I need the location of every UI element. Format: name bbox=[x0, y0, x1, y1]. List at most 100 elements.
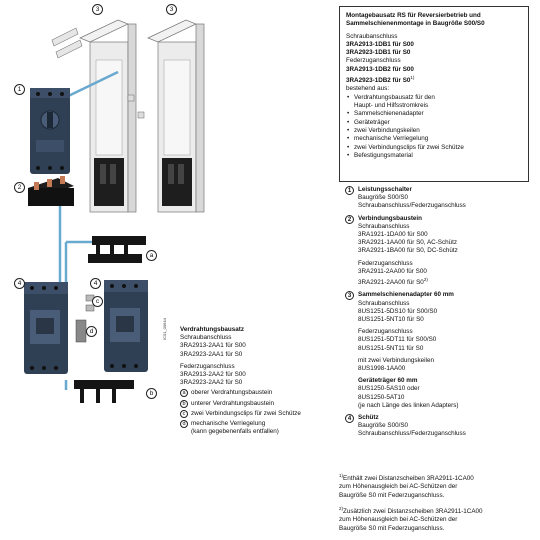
kit-title-line2: Sammelschienenmontage in Baugröße S00/S0 bbox=[346, 20, 485, 28]
number-badge: 3 bbox=[345, 291, 354, 301]
kit-item: Befestigungsmaterial bbox=[347, 152, 522, 161]
legend-line: mit zwei Verbindungskeilen bbox=[358, 356, 434, 364]
callout-3b: 3 bbox=[166, 4, 177, 15]
legend-item-1: 1 Leistungsschalter Baugröße S00/S0 Schr… bbox=[345, 186, 535, 211]
legend-line: Schraubanschluss/Federzuganschluss bbox=[358, 430, 466, 438]
wiring-line: Schraubanschluss bbox=[180, 334, 232, 342]
callout-4b: 4 bbox=[90, 278, 101, 289]
kit-item: zwei Verbindungsclips für zwei Schütze bbox=[347, 144, 522, 153]
legend-line: Baugröße S00/S0 bbox=[358, 194, 409, 202]
legend-line: 3RA1921-1DA00 für S00 bbox=[358, 231, 428, 239]
footnote-mark: 1) bbox=[410, 75, 415, 81]
legend-title: Sammelschienenadapter 60 mm bbox=[358, 291, 454, 299]
legend-item-2: 2 Verbindungsbaustein Schraubanschluss 3… bbox=[345, 214, 535, 288]
component-legend: 1 Leistungsschalter Baugröße S00/S0 Schr… bbox=[345, 186, 535, 439]
contactor-right bbox=[104, 280, 148, 372]
footnote-line: zum Höhenausgleich bei AC-Schützen der bbox=[339, 516, 458, 524]
number-badge: 1 bbox=[345, 186, 354, 195]
rail-clip bbox=[127, 94, 135, 102]
legend-item-3: 3 Sammelschienenadapter 60 mm Schraubans… bbox=[345, 291, 535, 410]
legend-title: Schütz bbox=[358, 413, 379, 421]
wiring-line: 3RA2923-2AA1 für S0 bbox=[180, 350, 243, 358]
kit-item: Geräteträger bbox=[347, 119, 522, 128]
kit-spring-code: 3RA2923-1DB2 für S0 bbox=[346, 77, 411, 85]
callout-a: a bbox=[146, 250, 157, 261]
contactor-left bbox=[24, 282, 68, 374]
footnote-line: Baugröße S0 mit Federzuganschluss. bbox=[339, 524, 445, 532]
connection-module bbox=[28, 176, 74, 206]
footnote-line: Enthält zwei Distanzscheiben 3RA2911-1CA… bbox=[343, 475, 474, 483]
legend-line: 3RA2921-1AA00 für S0, AC-Schütz bbox=[358, 239, 458, 247]
callout-3a: 3 bbox=[92, 4, 103, 15]
footnote-2: 2)Zusätzlich zwei Distanzscheiben 3RA291… bbox=[339, 505, 534, 533]
legend-line: 8US1250-5AT10 bbox=[358, 393, 405, 401]
kit-info-box: Montagebausatz RS für Reversierbetrieb u… bbox=[339, 6, 529, 182]
legend-line: Federzuganschluss bbox=[358, 259, 413, 267]
wiring-title: Verdrahtungsbausatz bbox=[180, 326, 245, 333]
kit-screw-code: 3RA2923-1DB1 für S0 bbox=[346, 49, 411, 57]
legend-line: 3RA2911-2AA00 für S00 bbox=[358, 267, 427, 275]
kit-consists-label: bestehend aus: bbox=[346, 85, 390, 93]
kit-spring-code-row: 3RA2923-1DB2 für S01) bbox=[346, 74, 522, 85]
wiring-kit-block: Verdrahtungsbausatz Schraubanschluss 3RA… bbox=[180, 326, 340, 436]
kit-title-line1: Montagebausatz RS für Reversierbetrieb u… bbox=[346, 12, 481, 19]
mechanical-interlock bbox=[75, 319, 87, 343]
footnote-mark: 2) bbox=[339, 506, 344, 511]
circuit-breaker bbox=[30, 88, 70, 174]
legend-line: Schraubanschluss bbox=[358, 299, 410, 307]
legend-title: Leistungsschalter bbox=[358, 186, 412, 193]
footnote-line: Zusätzlich zwei Distanzscheiben 3RA2911-… bbox=[343, 508, 483, 516]
kit-screw-label: Schraubanschluss bbox=[346, 32, 398, 40]
rail-clip bbox=[137, 111, 145, 119]
kit-spring-label: Federzuganschluss bbox=[346, 57, 401, 65]
callout-1: 1 bbox=[14, 84, 25, 95]
legend-title: Verbindungsbaustein bbox=[358, 214, 423, 222]
footnote-line: zum Höhenausgleich bei AC-Schützen der bbox=[339, 483, 458, 491]
legend-line: 8US1251-5DS10 für S00/S0 bbox=[358, 307, 438, 315]
footnote-line: Baugröße S0 mit Federzuganschluss. bbox=[339, 491, 445, 499]
connection-clip bbox=[85, 304, 95, 312]
kit-item-cont: Haupt- und Hilfsstromkreis bbox=[354, 102, 429, 110]
number-badge: 4 bbox=[345, 413, 354, 423]
callout-c: c bbox=[92, 296, 103, 307]
busbar-adapter-right bbox=[147, 19, 205, 213]
footnote-1: 1)Enthält zwei Distanzscheiben 3RA2911-1… bbox=[339, 472, 534, 500]
legend-line: 8US1251-5NT11 für S0 bbox=[358, 344, 424, 352]
legend-line: Schraubanschluss bbox=[358, 222, 410, 230]
wiring-line: 3RA2913-2AA2 für S00 bbox=[180, 371, 246, 379]
legend-line: 8US1250-5AS10 oder bbox=[358, 385, 420, 393]
legend-line: 8US1251-5NT10 für S0 bbox=[358, 315, 424, 323]
legend-line: 8US1998-1AA00 bbox=[358, 364, 406, 372]
legend-line: (je nach Länge des linken Adapters) bbox=[358, 401, 459, 409]
callout-2: 2 bbox=[14, 182, 25, 193]
drawing-reference: IC01_00644 bbox=[162, 318, 167, 340]
legend-title: Geräteträger 60 mm bbox=[358, 377, 418, 385]
legend-line: Schraubanschluss/Federzuganschluss bbox=[358, 202, 466, 210]
kit-item: mechanische Verriegelung bbox=[347, 135, 522, 144]
legend-line: Federzuganschluss bbox=[358, 328, 413, 336]
busbar-adapter-left bbox=[79, 19, 137, 213]
legend-line: 8US1251-5DT11 für S00/S0 bbox=[358, 336, 437, 344]
footnote-mark: 1) bbox=[339, 473, 344, 478]
upper-wiring-module bbox=[88, 236, 146, 263]
callout-d: d bbox=[86, 326, 97, 337]
legend-line: Baugröße S00/S0 bbox=[358, 422, 409, 430]
legend-line: 3RA2921-2AA00 für S02) bbox=[358, 277, 428, 287]
number-badge: 2 bbox=[345, 214, 354, 224]
wiring-line: 3RA2913-2AA1 für S00 bbox=[180, 342, 246, 350]
callout-b: b bbox=[146, 388, 157, 399]
wiring-item-d-cont: (kann gegebenenfalls entfallen) bbox=[191, 428, 279, 436]
lower-wiring-module bbox=[74, 380, 134, 403]
kit-spring-code: 3RA2913-1DB2 für S00 bbox=[346, 65, 414, 73]
legend-item-4: 4 Schütz Baugröße S00/S0 Schraubanschlus… bbox=[345, 413, 535, 439]
callout-4a: 4 bbox=[14, 278, 25, 289]
wiring-line: Federzuganschluss bbox=[180, 362, 235, 370]
